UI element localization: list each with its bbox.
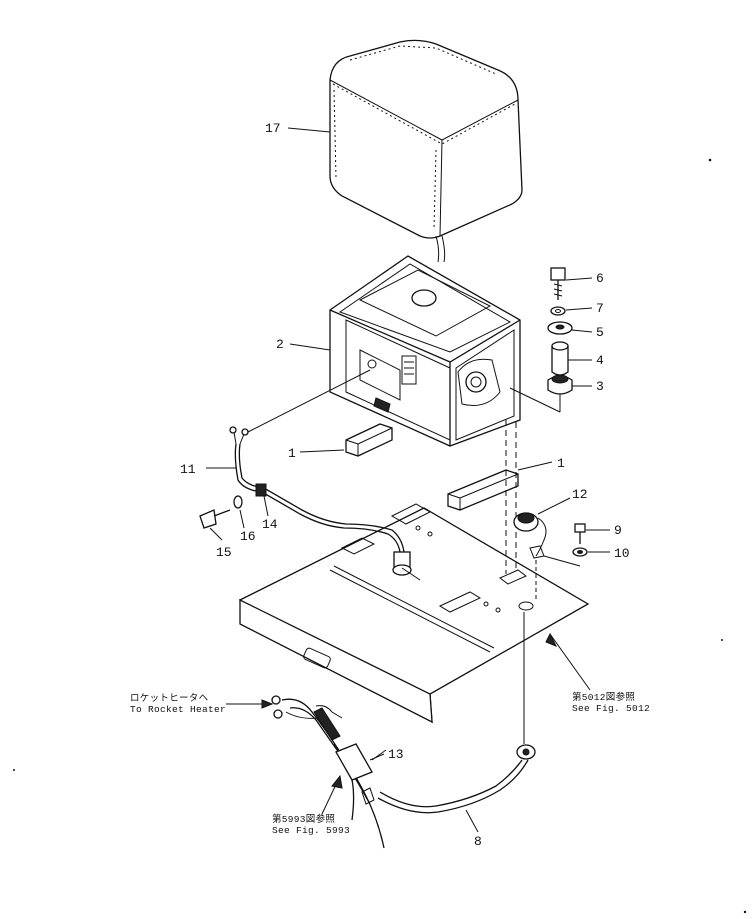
bolt-part-6 (550, 267, 566, 300)
flat-washer-part-5 (547, 321, 573, 335)
label-part-7: 7 (596, 301, 604, 316)
support-block-right-part-1 (447, 469, 519, 511)
label-part-1-left: 1 (288, 446, 296, 461)
scan-specks (13, 158, 747, 914)
note-rocket-heater-jp: ロケットヒータヘ (130, 693, 208, 704)
label-part-1-right: 1 (557, 456, 565, 471)
note-fig5993-en: See Fig. 5993 (272, 825, 350, 836)
label-part-2: 2 (276, 337, 284, 352)
note-fig5012-jp: 第5012図参照 (572, 691, 635, 703)
spacer-part-4 (551, 341, 569, 376)
label-part-17: 17 (265, 121, 281, 136)
part-labels: 17 2 6 7 5 4 3 1 1 12 9 10 11 14 16 15 1… (180, 121, 630, 849)
label-part-15: 15 (216, 545, 232, 560)
label-part-9: 9 (614, 523, 622, 538)
receptacle-part-12 (513, 512, 581, 600)
reference-notes: ロケットヒータヘ To Rocket Heater 第5012図参照 See F… (130, 691, 650, 836)
label-part-16: 16 (240, 529, 256, 544)
label-part-10: 10 (614, 546, 630, 561)
harness-part-11 (229, 369, 421, 581)
label-part-3: 3 (596, 379, 604, 394)
rubber-mount-part-3 (509, 374, 573, 413)
note-fig5012-en: See Fig. 5012 (572, 703, 650, 714)
label-part-11: 11 (180, 462, 196, 477)
label-part-4: 4 (596, 353, 604, 368)
clamp-part-14 (255, 483, 267, 497)
bolt-part-15 (199, 509, 231, 529)
label-part-6: 6 (596, 271, 604, 286)
screw-part-9 (574, 523, 586, 544)
leader-lines (206, 127, 610, 833)
wiring-bundle-part-13 (271, 695, 387, 849)
washer-part-16 (233, 495, 243, 509)
label-part-8: 8 (474, 834, 482, 849)
base-plate (238, 420, 590, 724)
generator-part-2 (329, 255, 521, 447)
label-part-14: 14 (262, 517, 278, 532)
note-fig5993-jp: 第5993図参照 (272, 813, 335, 825)
support-block-left-part-1 (345, 423, 393, 457)
label-part-12: 12 (572, 487, 588, 502)
note-rocket-heater-en: To Rocket Heater (130, 704, 226, 715)
washer-part-7 (550, 306, 566, 316)
label-part-13: 13 (388, 747, 404, 762)
cable-part-8 (377, 612, 536, 814)
washer-part-10 (572, 547, 588, 557)
cover-part-17 (329, 39, 523, 263)
label-part-5: 5 (596, 325, 604, 340)
